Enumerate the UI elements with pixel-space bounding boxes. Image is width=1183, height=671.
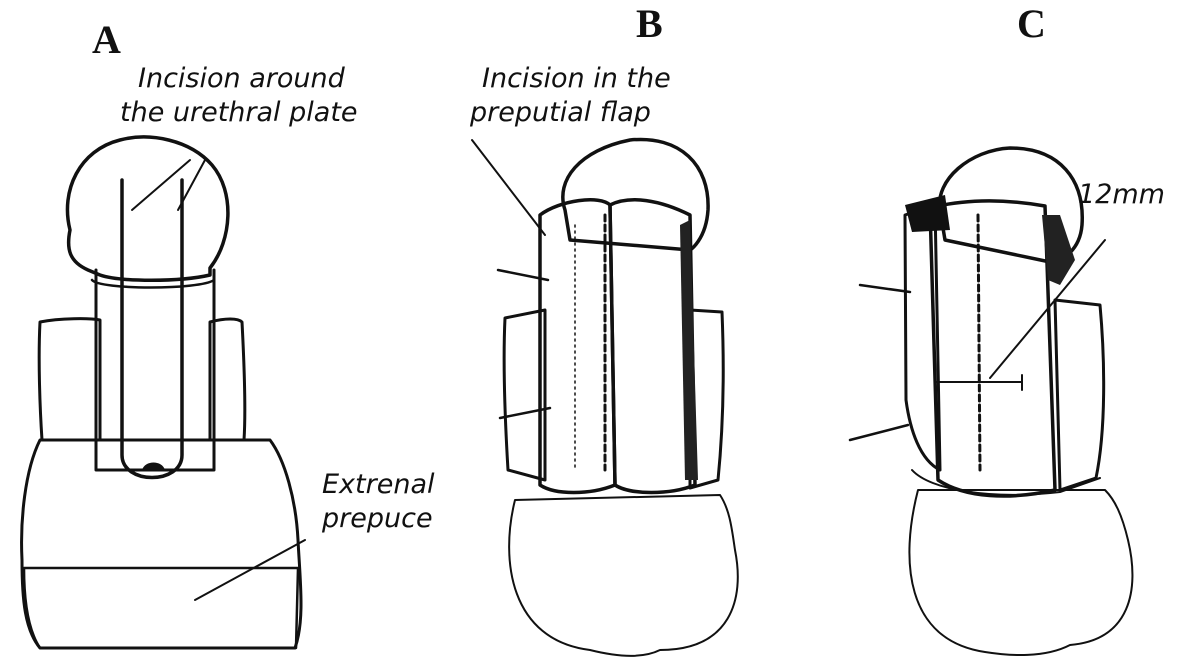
panel-b-drawing [472,139,738,655]
panel-letter-a: A [92,20,121,60]
label-line: preputial flap [470,96,671,130]
label-line: prepuce [322,502,435,536]
label-line: Incision around [120,62,358,96]
label-width-measurement: 12mm [1078,178,1165,212]
panel-a-drawing [22,137,305,648]
label-line: Incision in the [470,62,671,96]
label-line: Extrenal [322,468,435,502]
panel-letter-b: B [636,4,663,44]
label-incision-urethral-plate: Incision around the urethral plate [120,62,358,130]
label-line: the urethral plate [120,96,358,130]
panel-letter-c: C [1017,4,1046,44]
label-incision-preputial-flap: Incision in the preputial flap [470,62,671,130]
panel-c-drawing [850,148,1132,655]
label-external-prepuce: Extrenal prepuce [322,468,435,536]
